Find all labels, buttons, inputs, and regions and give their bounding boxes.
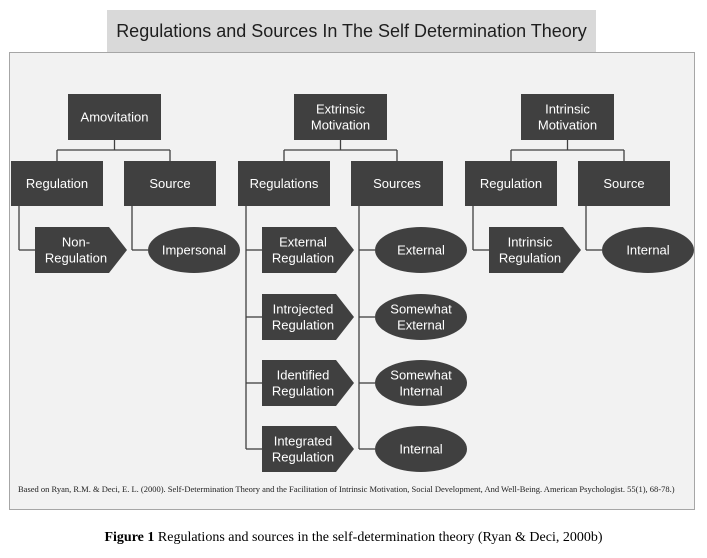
regulation-node-label: Regulation bbox=[499, 251, 561, 266]
regulation-node-label: Regulation bbox=[272, 318, 334, 333]
column-header-label: Motivation bbox=[538, 118, 597, 133]
regulation-node-label: Identified bbox=[277, 368, 330, 383]
source-header-box bbox=[351, 161, 443, 206]
column-header-label: Amovitation bbox=[81, 110, 149, 125]
source-node bbox=[375, 294, 467, 340]
column-header-label: Extrinsic bbox=[316, 102, 366, 117]
figure-label: Figure 1 bbox=[104, 530, 155, 545]
source-node bbox=[602, 227, 694, 273]
source-node-label: External bbox=[397, 243, 445, 258]
source-node-label: Somewhat bbox=[390, 302, 452, 317]
source-node-label: Internal bbox=[399, 442, 442, 457]
column-header-label: Motivation bbox=[311, 118, 370, 133]
regulation-node bbox=[262, 426, 354, 472]
diagram-title: Regulations and Sources In The Self Dete… bbox=[107, 10, 596, 52]
column-header-box bbox=[521, 94, 614, 140]
source-header-box bbox=[124, 161, 216, 206]
regulation-node-label: Regulation bbox=[272, 384, 334, 399]
regulation-node-label: Non- bbox=[62, 235, 90, 250]
regulation-node bbox=[489, 227, 581, 273]
regulation-header-label: Regulation bbox=[480, 176, 542, 191]
column-header-box bbox=[68, 94, 161, 140]
source-header-label: Source bbox=[149, 176, 190, 191]
regulation-header-box bbox=[238, 161, 330, 206]
regulation-header-label: Regulations bbox=[250, 176, 319, 191]
regulation-node-label: Regulation bbox=[272, 450, 334, 465]
regulation-node-label: Regulation bbox=[272, 251, 334, 266]
regulation-node bbox=[262, 360, 354, 406]
source-node bbox=[375, 360, 467, 406]
source-node bbox=[148, 227, 240, 273]
column-header-box bbox=[294, 94, 387, 140]
regulation-node-label: Regulation bbox=[45, 251, 107, 266]
regulation-node-label: Intrinsic bbox=[508, 235, 553, 250]
citation-note: Based on Ryan, R.M. & Deci, E. L. (2000)… bbox=[18, 484, 675, 494]
source-node bbox=[375, 227, 467, 273]
regulation-node bbox=[262, 227, 354, 273]
source-node bbox=[375, 426, 467, 472]
source-node-label: Internal bbox=[399, 384, 442, 399]
column-header-label: Intrinsic bbox=[545, 102, 590, 117]
source-header-box bbox=[578, 161, 670, 206]
source-header-label: Sources bbox=[373, 176, 421, 191]
source-node-label: External bbox=[397, 318, 445, 333]
figure-caption-text: Regulations and sources in the self-dete… bbox=[154, 530, 603, 545]
source-node-label: Somewhat bbox=[390, 368, 452, 383]
source-node-label: Internal bbox=[626, 243, 669, 258]
source-node-label: Impersonal bbox=[162, 243, 226, 258]
source-header-label: Source bbox=[603, 176, 644, 191]
figure-caption: Figure 1 Regulations and sources in the … bbox=[0, 530, 707, 546]
regulation-node-label: External bbox=[279, 235, 327, 250]
regulation-header-label: Regulation bbox=[26, 176, 88, 191]
regulation-node-label: Introjected bbox=[273, 302, 334, 317]
regulation-node bbox=[35, 227, 127, 273]
regulation-node-label: Integrated bbox=[274, 434, 333, 449]
regulation-node bbox=[262, 294, 354, 340]
regulation-header-box bbox=[465, 161, 557, 206]
regulation-header-box bbox=[11, 161, 103, 206]
